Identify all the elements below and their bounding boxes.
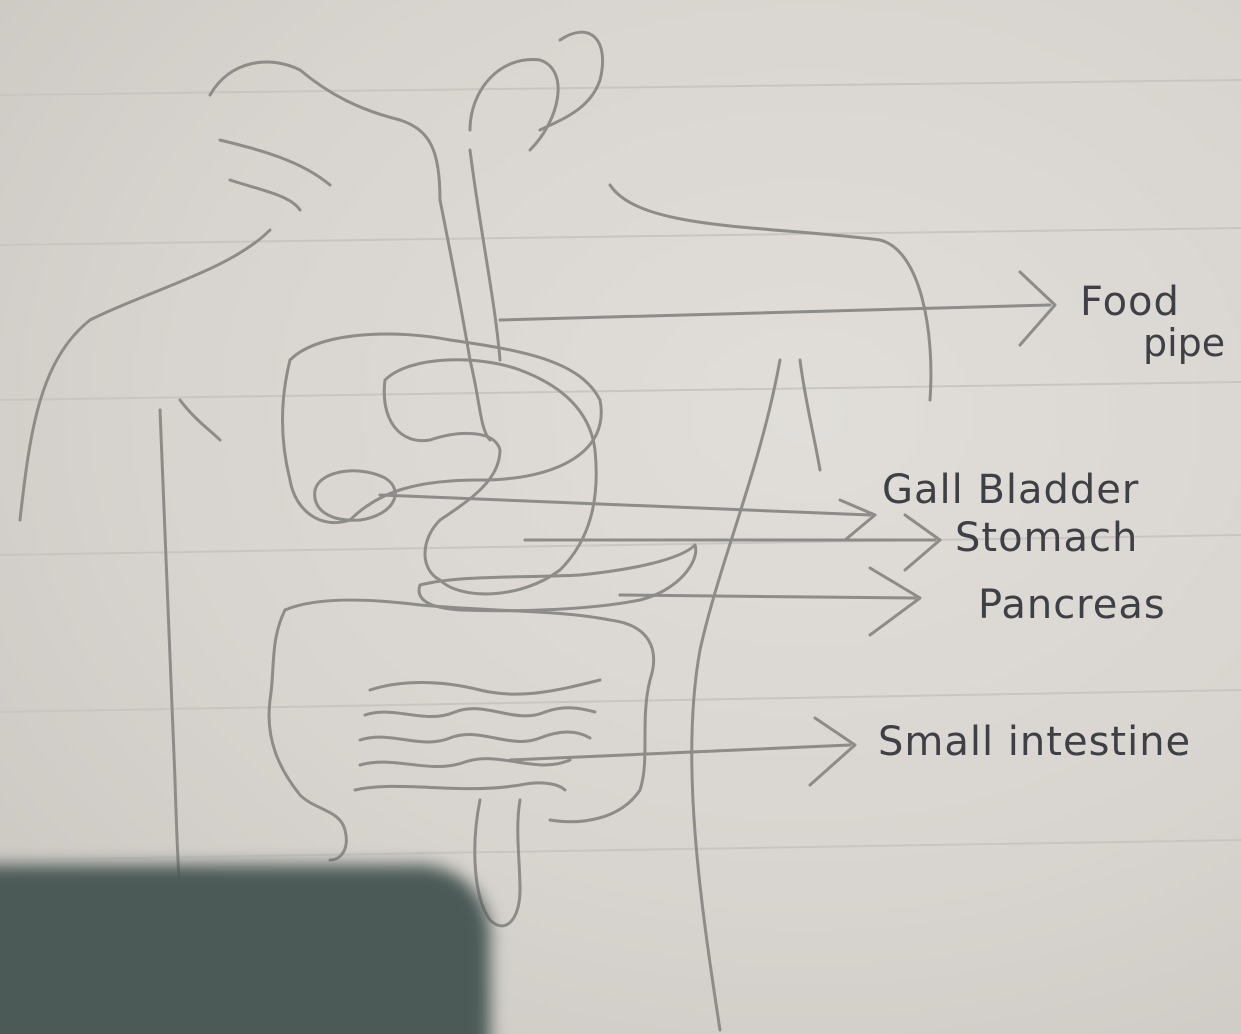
- label-food-pipe-line2: pipe: [1143, 324, 1225, 362]
- arrow-gall-bladder: [380, 495, 875, 540]
- small-intestine-coils: [355, 680, 600, 790]
- arrow-food-pipe: [500, 272, 1055, 345]
- label-gall-bladder: Gall Bladder: [882, 470, 1139, 510]
- food-pipe-tube: [440, 150, 500, 440]
- large-intestine: [269, 600, 654, 860]
- label-small-intestine: Small intestine: [878, 722, 1191, 762]
- label-food-pipe: Food: [1080, 282, 1180, 322]
- mouth-sketch: [210, 32, 603, 210]
- arrow-small-intestine: [510, 718, 855, 785]
- liver: [283, 334, 602, 523]
- arrow-pancreas: [620, 568, 920, 635]
- label-stomach: Stomach: [955, 518, 1138, 558]
- pancreas-organ: [419, 545, 696, 611]
- label-pancreas: Pancreas: [978, 585, 1166, 625]
- photo-shadow: [0, 865, 490, 1034]
